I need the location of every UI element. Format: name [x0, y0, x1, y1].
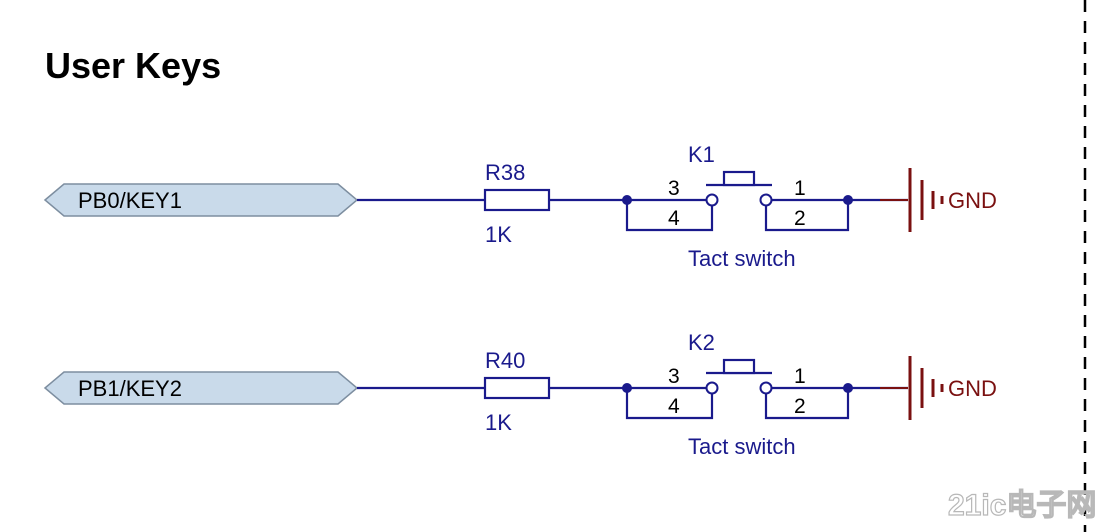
pin-label-1-1: 1 [794, 177, 806, 200]
switch-type-2: Tact switch [688, 434, 796, 459]
port-label-2: PB1/KEY2 [78, 376, 182, 401]
resistor-ref-1: R38 [485, 160, 525, 185]
wire-2-pin4 [625, 388, 714, 420]
ground-symbol-2 [880, 356, 944, 420]
switch-button-1 [722, 170, 756, 187]
pin-label-2-2: 2 [794, 395, 806, 418]
ground-label-2: GND [948, 376, 997, 401]
pin-label-2-1: 1 [794, 365, 806, 388]
switch-contact-1-right [759, 193, 773, 207]
pin-label-1-4: 4 [668, 207, 680, 230]
resistor-ref-2: R40 [485, 348, 525, 373]
switch-contact-2-left [705, 381, 719, 395]
diagram-title: User Keys [45, 45, 221, 86]
pin-label-1-2: 2 [794, 207, 806, 230]
pin-label-2-4: 4 [668, 395, 680, 418]
wire-1-pin2 [764, 200, 850, 232]
key-circuit-1: PB0/KEY1 R38 1K 3 4 1 2 K1 Tact switch [43, 142, 997, 271]
pin-label-2-3: 3 [668, 365, 680, 388]
resistor-value-1: 1K [485, 222, 512, 247]
wire-1-pin4 [625, 200, 714, 232]
key-circuit-2: PB1/KEY2 R40 1K 3 4 1 2 K2 Tact switch G… [43, 330, 997, 459]
switch-contact-1-left [705, 193, 719, 207]
port-label-1: PB0/KEY1 [78, 188, 182, 213]
ground-label-1: GND [948, 188, 997, 213]
pin-label-1-3: 3 [668, 177, 680, 200]
resistor-2 [483, 376, 551, 400]
switch-contact-2-right [759, 381, 773, 395]
switch-ref-2: K2 [688, 330, 715, 355]
resistor-value-2: 1K [485, 410, 512, 435]
wire-2-pin2 [764, 388, 850, 420]
switch-ref-1: K1 [688, 142, 715, 167]
switch-button-2 [722, 358, 756, 375]
ground-symbol-1 [880, 168, 944, 232]
resistor-1 [483, 188, 551, 212]
switch-type-1: Tact switch [688, 246, 796, 271]
watermark-logo: 21ic电子网 [948, 489, 1096, 522]
